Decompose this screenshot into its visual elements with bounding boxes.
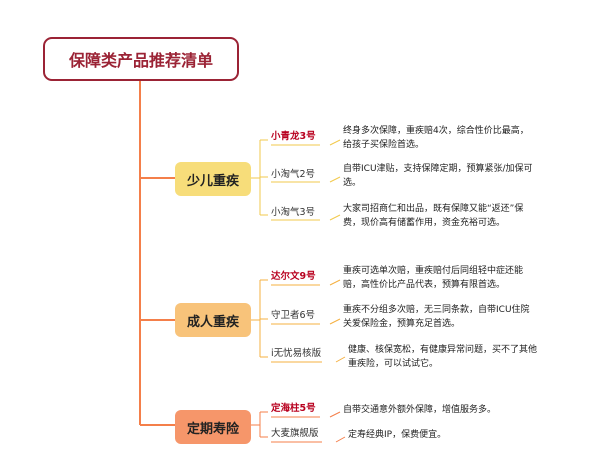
product-desc: 健康、核保宽松，有健康异常问题，买不了其他 重疾险，可以试试它。 [348, 343, 537, 371]
desc-line: 重疾险，可以试试它。 [348, 359, 439, 369]
category-adult-critical-illness: 成人重疾 [175, 303, 251, 337]
desc-line: 重疾不分组多次赔，无三同条款，自带ICU住院 [343, 305, 530, 315]
product-name: 达尔文9号 [271, 271, 316, 282]
product-desc: 重疾不分组多次赔，无三同条款，自带ICU住院 关爱保险金，预算充足首选。 [343, 303, 530, 331]
desc-line: 自带交通意外额外保障，增值服务多。 [343, 405, 497, 415]
desc-line: 终身多次保障，重疾赔4次，综合性价比最高， [343, 126, 529, 136]
category-term-life: 定期寿险 [175, 410, 251, 444]
cat1-connectors [251, 139, 341, 221]
product-name: 小淘气3号 [271, 207, 316, 218]
desc-line: 自带ICU津贴，支持保障定期，预算紧张/加保可 [343, 164, 533, 174]
desc-line: 选。 [343, 178, 362, 188]
category-child-critical-illness: 少儿重疾 [175, 162, 251, 196]
product-name: 定海柱5号 [271, 403, 316, 414]
product-name: 大麦旗舰版 [271, 428, 319, 439]
desc-line: 费，现价高有储蓄作用，资金充裕可选。 [343, 218, 506, 228]
product-name: i无忧易核版 [271, 348, 322, 359]
product-name: 小淘气2号 [271, 169, 316, 180]
cat2-connectors [251, 279, 346, 363]
cat3-connectors [251, 411, 346, 443]
desc-line: 大家司招商仁和出品，既有保障又能“返还”保 [343, 204, 524, 214]
product-name: 守卫者6号 [271, 310, 316, 321]
product-desc: 重疾可选单次赔，重疾赔付后同组轻中症还能 赔，高性价比产品代表，预算有限首选。 [343, 264, 523, 292]
desc-line: 定寿经典IP，保费便宜。 [348, 430, 447, 440]
desc-line: 给孩子买保险首选。 [343, 140, 425, 150]
product-desc: 自带交通意外额外保障，增值服务多。 [343, 403, 496, 417]
product-name: 小青龙3号 [271, 131, 316, 142]
product-desc: 大家司招商仁和出品，既有保障又能“返还”保 费，现价高有储蓄作用，资金充裕可选。 [343, 202, 523, 230]
product-desc: 自带ICU津贴，支持保障定期，预算紧张/加保可 选。 [343, 162, 533, 190]
map-title: 保障类产品推荐清单 [43, 37, 239, 81]
desc-line: 重疾可选单次赔，重疾赔付后同组轻中症还能 [343, 266, 524, 276]
desc-line: 健康、核保宽松，有健康异常问题，买不了其他 [348, 345, 538, 355]
product-desc: 定寿经典IP，保费便宜。 [348, 428, 446, 442]
desc-line: 关爱保险金，预算充足首选。 [343, 319, 461, 329]
product-desc: 终身多次保障，重疾赔4次，综合性价比最高， 给孩子买保险首选。 [343, 124, 529, 152]
desc-line: 赔，高性价比产品代表，预算有限首选。 [343, 280, 506, 290]
